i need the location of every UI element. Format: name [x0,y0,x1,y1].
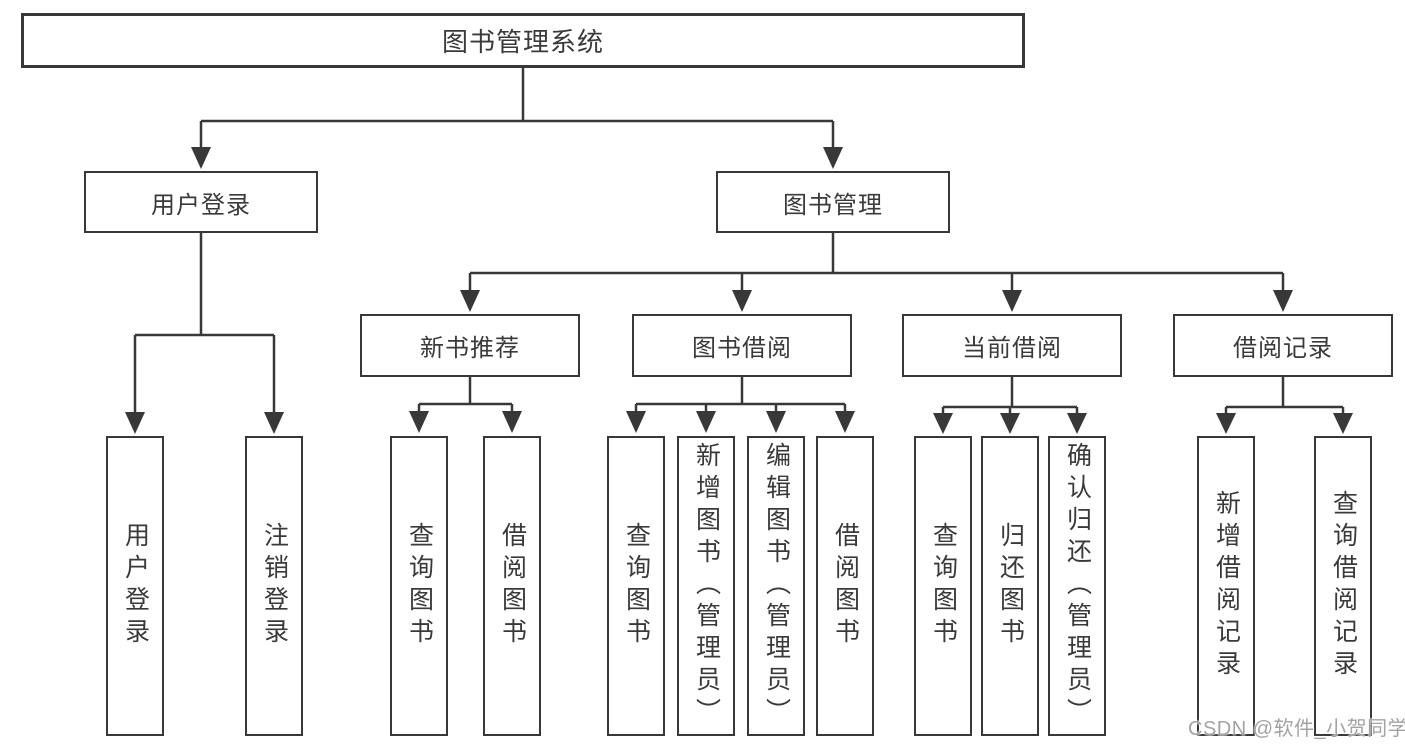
connector-book-borrow-children [626,377,855,433]
node-root: 图书管理系统 [21,13,1025,68]
node-return-book-label: 归还图书 [996,522,1025,650]
node-login: 用户登录 [106,436,164,736]
node-book-borrow-label: 图书借阅 [692,335,792,362]
node-new-book-rec: 新书推荐 [360,314,580,377]
node-borrow-books: 借阅图书 [816,436,874,736]
node-borrow-records: 借阅记录 [1173,314,1393,377]
node-book-borrow: 图书借阅 [632,314,852,377]
node-query-books-current: 查询图书 [914,436,972,736]
node-edit-book-admin: 编辑图书（管理员） [747,436,805,736]
node-add-borrow-record-label: 新增借阅记录 [1212,490,1241,682]
node-new-book-rec-label: 新书推荐 [420,335,520,362]
node-confirm-return-admin-label: 确认归还（管理员） [1063,442,1092,730]
connector-book-mgmt-children [460,233,1293,312]
node-add-borrow-record: 新增借阅记录 [1197,436,1255,736]
node-user-login: 用户登录 [84,171,318,233]
connector-root-to-level2 [191,68,843,169]
node-add-book-admin: 新增图书（管理员） [677,436,735,736]
node-return-book: 归还图书 [981,436,1039,736]
connector-current-borrow-children [933,377,1087,434]
connector-borrow-records-children [1216,377,1353,434]
connector-new-book-rec-children [409,377,522,433]
node-logout: 注销登录 [245,436,303,736]
node-query-borrow-record: 查询借阅记录 [1314,436,1372,736]
node-query-books-borrow-label: 查询图书 [622,522,651,650]
node-query-books-borrow: 查询图书 [607,436,665,736]
node-login-label: 用户登录 [121,522,150,650]
node-borrow-records-label: 借阅记录 [1233,335,1333,362]
node-book-mgmt: 图书管理 [716,171,950,233]
node-confirm-return-admin: 确认归还（管理员） [1048,436,1106,736]
node-query-books-current-label: 查询图书 [929,522,958,650]
node-logout-label: 注销登录 [260,522,289,650]
node-borrow-books-label: 借阅图书 [831,522,860,650]
node-edit-book-admin-label: 编辑图书（管理员） [762,442,791,730]
node-query-books-rec: 查询图书 [390,436,448,736]
node-query-borrow-record-label: 查询借阅记录 [1329,490,1358,682]
node-root-label: 图书管理系统 [441,27,604,57]
connector-user-login-children [125,233,284,434]
node-query-books-rec-label: 查询图书 [405,522,434,650]
node-current-borrow: 当前借阅 [902,314,1122,377]
node-borrow-books-rec: 借阅图书 [483,436,541,736]
node-book-mgmt-label: 图书管理 [783,191,883,219]
csdn-watermark: CSDN @软件_小贺同学 [1188,718,1405,740]
node-borrow-books-rec-label: 借阅图书 [498,522,527,650]
node-current-borrow-label: 当前借阅 [962,335,1062,362]
node-user-login-label: 用户登录 [151,191,251,219]
node-add-book-admin-label: 新增图书（管理员） [692,442,721,730]
